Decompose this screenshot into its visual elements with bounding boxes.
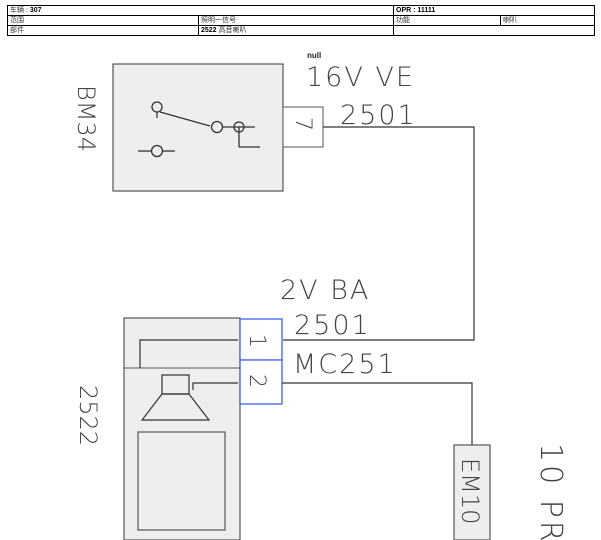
wire-bottom-code: MC251	[293, 349, 397, 380]
bm34-box	[112, 63, 284, 192]
wire-top-label: 16V VE	[306, 62, 415, 93]
internal-wire-2	[192, 382, 238, 390]
pin1-label: 1	[244, 334, 269, 348]
component-2522	[123, 317, 241, 540]
null-label: null	[307, 51, 321, 60]
connector-code: 2501	[294, 310, 371, 341]
pin7-label: 7	[290, 117, 315, 131]
switch-icon	[138, 101, 260, 158]
bm34-module: BM34	[72, 63, 284, 192]
em10-box	[453, 444, 491, 540]
pin1-box	[239, 318, 283, 361]
vehicle-value: 307	[29, 7, 42, 14]
bm34-label: BM34	[72, 85, 100, 152]
pin-block	[239, 318, 283, 405]
opr-label: OPR :	[396, 7, 416, 14]
wire-mc251	[282, 382, 473, 445]
component-2522-label: 2522	[74, 385, 102, 446]
wire-2501	[283, 126, 475, 341]
header-table: 车辆 : 307 OPR : 11111 范围 照明一信号 功能 喇叭 部件 2…	[7, 5, 595, 36]
part-name: 高音喇叭	[218, 27, 247, 34]
part-code: 2522	[201, 27, 217, 34]
connector-label: 2V BA	[280, 275, 370, 306]
empty-cell	[393, 25, 595, 36]
em10-label: EM10	[456, 458, 484, 524]
right-note: 10 PR	[533, 443, 568, 540]
vehicle-label: 车辆 :	[10, 7, 28, 14]
pin7-connector	[282, 106, 324, 148]
component-lower-box	[137, 431, 226, 531]
pin2-label: 2	[244, 374, 269, 388]
internal-wire-1	[139, 339, 238, 368]
opr-value: 11111	[417, 7, 436, 14]
pin2-box	[239, 359, 283, 405]
wire-top-code: 2501	[340, 100, 417, 131]
speaker-icon	[140, 374, 211, 421]
